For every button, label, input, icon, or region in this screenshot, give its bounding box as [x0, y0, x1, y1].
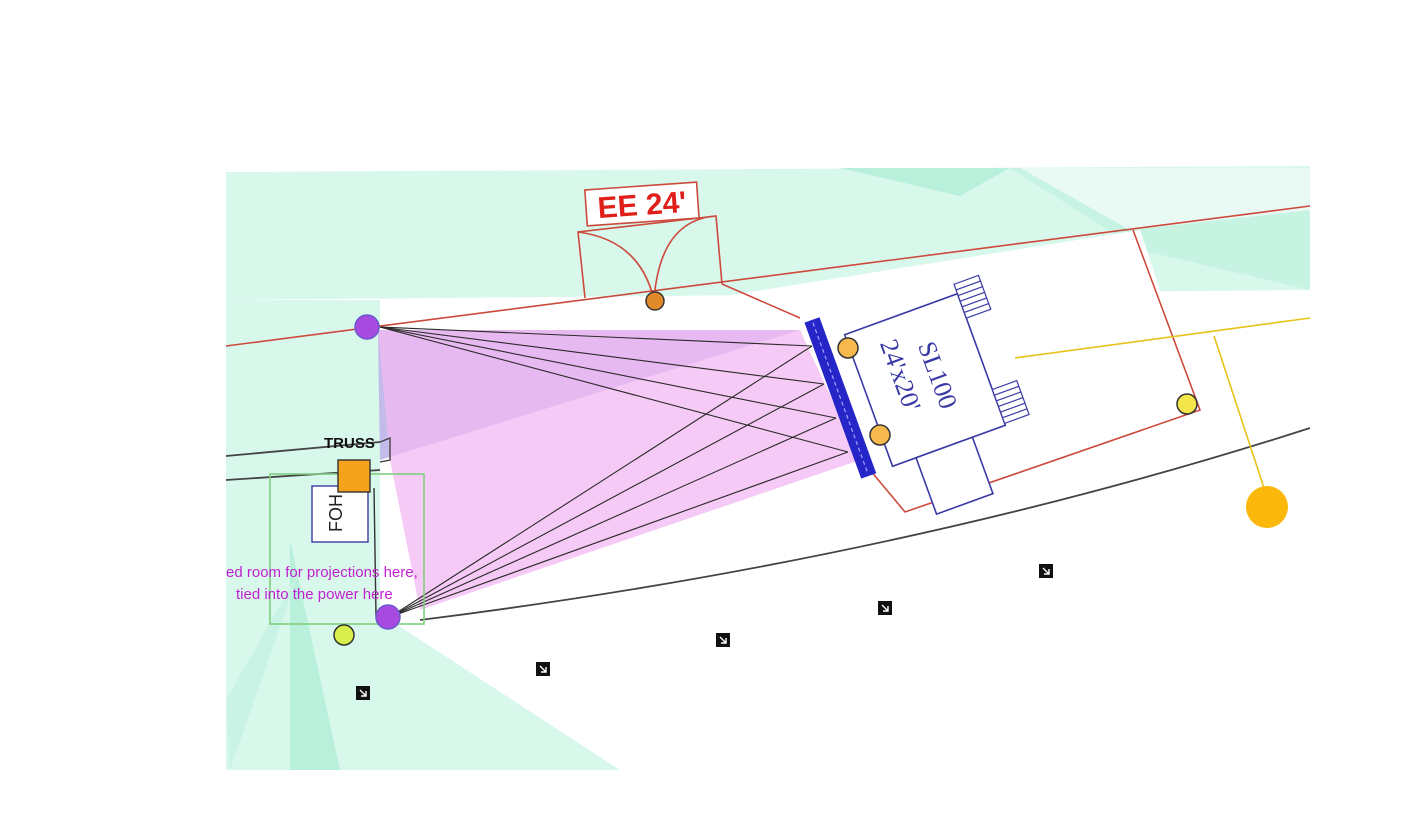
stairs-upper — [953, 274, 992, 319]
power-lines — [1014, 317, 1311, 501]
building-walls — [225, 205, 1311, 513]
projection-screen — [804, 317, 877, 479]
projection-note: ed room for projections here, tied into … — [226, 564, 418, 603]
light-fixture-icon[interactable] — [333, 624, 355, 646]
foh-area: FOH TRUSS — [269, 435, 425, 625]
exit-label: EE 24' — [597, 186, 688, 225]
foh-box — [311, 485, 369, 543]
speaker-icons — [356, 564, 1053, 700]
foh-label: FOH — [326, 494, 346, 532]
emergency-exit: EE 24' — [577, 181, 723, 301]
light-fixture-icon[interactable] — [837, 337, 859, 359]
speaker-icon[interactable] — [878, 601, 892, 615]
power-source-icon[interactable] — [1246, 486, 1288, 528]
speaker-icon[interactable] — [356, 686, 370, 700]
light-fixture-icon[interactable] — [1176, 393, 1198, 415]
speaker-icon[interactable] — [1039, 564, 1053, 578]
light-fixture-icon[interactable] — [645, 291, 665, 311]
stairs-lower — [991, 379, 1030, 425]
speaker-icon[interactable] — [536, 662, 550, 676]
stage-extension — [915, 436, 994, 516]
stage: SL100 24'x20' — [804, 274, 1030, 516]
light-fixture-icon[interactable] — [869, 424, 891, 446]
truss-block — [337, 459, 371, 493]
throw-lines — [379, 326, 849, 618]
note-line-2: tied into the power here — [236, 586, 393, 603]
projector-dot-icon[interactable] — [354, 314, 380, 340]
speaker-icon[interactable] — [716, 633, 730, 647]
note-line-1: ed room for projections here, — [226, 564, 418, 581]
truss-label: TRUSS — [324, 435, 375, 452]
exit-sign-frame — [583, 181, 700, 227]
projector-dot-icon[interactable] — [375, 604, 401, 630]
